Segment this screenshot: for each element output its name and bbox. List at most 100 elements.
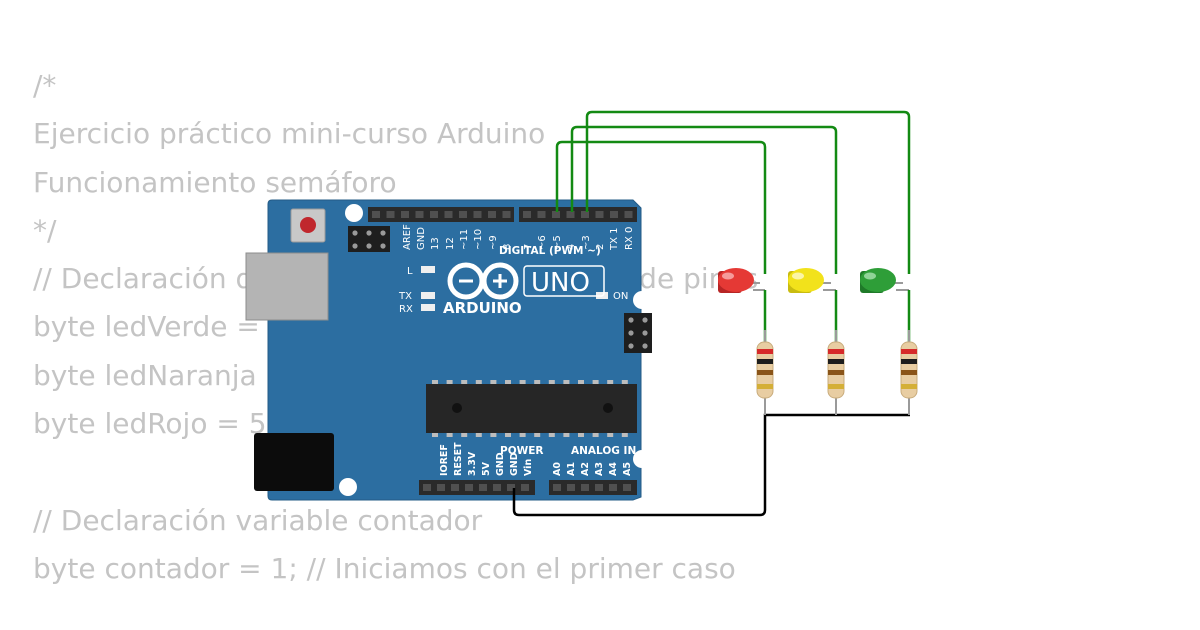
code-line: */ [33, 213, 57, 247]
digital-pin-label: TX 1 [609, 228, 620, 252]
header-socket[interactable] [473, 211, 482, 218]
resistors [756, 330, 918, 415]
header-socket[interactable] [437, 484, 445, 491]
header-socket[interactable] [581, 484, 589, 491]
digital-pin-label: GND [416, 227, 427, 250]
mounting-hole [633, 291, 651, 309]
code-line: byte contador = 1; // Iniciamos con el p… [33, 551, 736, 585]
header-socket[interactable] [430, 211, 438, 218]
analog-pin-label: A4 [608, 462, 619, 476]
analog-pin-label: A3 [594, 462, 605, 476]
digital-pin-label: 2 [595, 244, 606, 250]
header-socket[interactable] [567, 484, 575, 491]
header-socket[interactable] [386, 211, 395, 218]
resistor[interactable] [827, 330, 845, 415]
digital-pin-label: ~11 [459, 229, 470, 250]
header-socket[interactable] [624, 211, 633, 218]
digital-header-label: DIGITAL (PWM ~) [499, 245, 601, 257]
header-socket[interactable] [595, 484, 603, 491]
digital-pin-label: ~5 [552, 235, 563, 250]
led-green[interactable] [860, 268, 896, 293]
bottom-sockets [423, 484, 631, 491]
resistor[interactable] [756, 330, 774, 415]
header-socket[interactable] [372, 211, 380, 218]
digital-pin-label: ~3 [581, 235, 592, 250]
usb-connector [245, 252, 329, 321]
analog-pin-label: A5 [622, 462, 633, 476]
wire-pin3-green-led[interactable] [585, 110, 911, 274]
code-line: Funcionamiento semáforo [33, 165, 397, 199]
code-line: byte ledRojo = 5; [33, 407, 276, 441]
mounting-hole [633, 450, 651, 468]
digital-pin-label: ~10 [473, 229, 484, 250]
power-pin-label: 5V [481, 461, 492, 476]
wire-pin5-red-led[interactable] [555, 140, 767, 274]
model-badge [523, 265, 605, 297]
digital-pin-label: 13 [430, 237, 441, 250]
header-socket[interactable] [523, 211, 531, 218]
header-socket[interactable] [451, 484, 459, 491]
on-label: ON [613, 291, 628, 302]
digital-pin-label: 4 [566, 244, 577, 250]
header-socket[interactable] [423, 484, 431, 491]
header-socket[interactable] [493, 484, 501, 491]
power-header-label: POWER [500, 445, 543, 457]
microcontroller-chip [426, 380, 637, 437]
digital-pin-label: 8 [502, 244, 513, 250]
header-socket[interactable] [415, 211, 424, 218]
l-label: L [407, 266, 413, 277]
digital-pin-label: ~9 [488, 235, 499, 250]
digital-pin-label: ~6 [537, 235, 548, 250]
header-socket[interactable] [401, 211, 409, 218]
digital-header-right [519, 207, 637, 222]
digital-pin-label: 7 [523, 244, 534, 250]
header-socket[interactable] [465, 484, 473, 491]
header-socket[interactable] [609, 484, 617, 491]
header-socket[interactable] [623, 484, 631, 491]
header-socket[interactable] [488, 211, 496, 218]
header-socket[interactable] [459, 211, 467, 218]
mounting-hole [345, 204, 363, 222]
header-socket[interactable] [552, 211, 560, 218]
wire-ground-return[interactable] [512, 413, 910, 517]
header-socket[interactable] [479, 484, 487, 491]
digital-pin-label: RX 0 [624, 227, 635, 250]
power-pin-label: Vin [523, 459, 534, 476]
analog-header-label: ANALOG IN [571, 445, 636, 457]
power-header [419, 480, 535, 495]
mounting-hole [339, 478, 357, 496]
header-socket[interactable] [507, 484, 515, 491]
power-pin-label: GND [509, 452, 520, 476]
header-socket[interactable] [521, 484, 529, 491]
power-jack [254, 433, 334, 491]
header-socket[interactable] [553, 484, 561, 491]
led-red-assembly [718, 268, 767, 345]
wires [512, 110, 911, 517]
analog-pin-label: A1 [566, 462, 577, 476]
header-socket[interactable] [537, 211, 546, 218]
rx-label: RX [399, 304, 413, 315]
led-red[interactable] [718, 268, 754, 293]
power-pin-label: RESET [453, 442, 464, 476]
brand-label: ARDUINO [443, 299, 522, 317]
header-socket[interactable] [502, 211, 511, 218]
rx-indicator-led [421, 304, 435, 311]
header-socket[interactable] [566, 211, 575, 218]
digital-pin-label: AREF [402, 224, 413, 250]
led-green-assembly [860, 268, 911, 345]
header-socket[interactable] [610, 211, 618, 218]
header-socket[interactable] [581, 211, 589, 218]
reset-button-cap[interactable] [300, 217, 316, 233]
code-line: // Declaración variable contador [33, 503, 483, 537]
arduino-logo [447, 262, 519, 300]
power-pin-label: GND [495, 452, 506, 476]
code-line: Ejercicio práctico mini-curso Arduino [33, 117, 546, 151]
resistor[interactable] [900, 330, 918, 415]
header-socket[interactable] [444, 211, 453, 218]
model-label: UNO [531, 268, 590, 298]
led-yellow[interactable] [788, 268, 824, 293]
analog-header [549, 480, 637, 495]
header-socket[interactable] [595, 211, 604, 218]
wire-pin4-yellow-led[interactable] [570, 125, 838, 274]
